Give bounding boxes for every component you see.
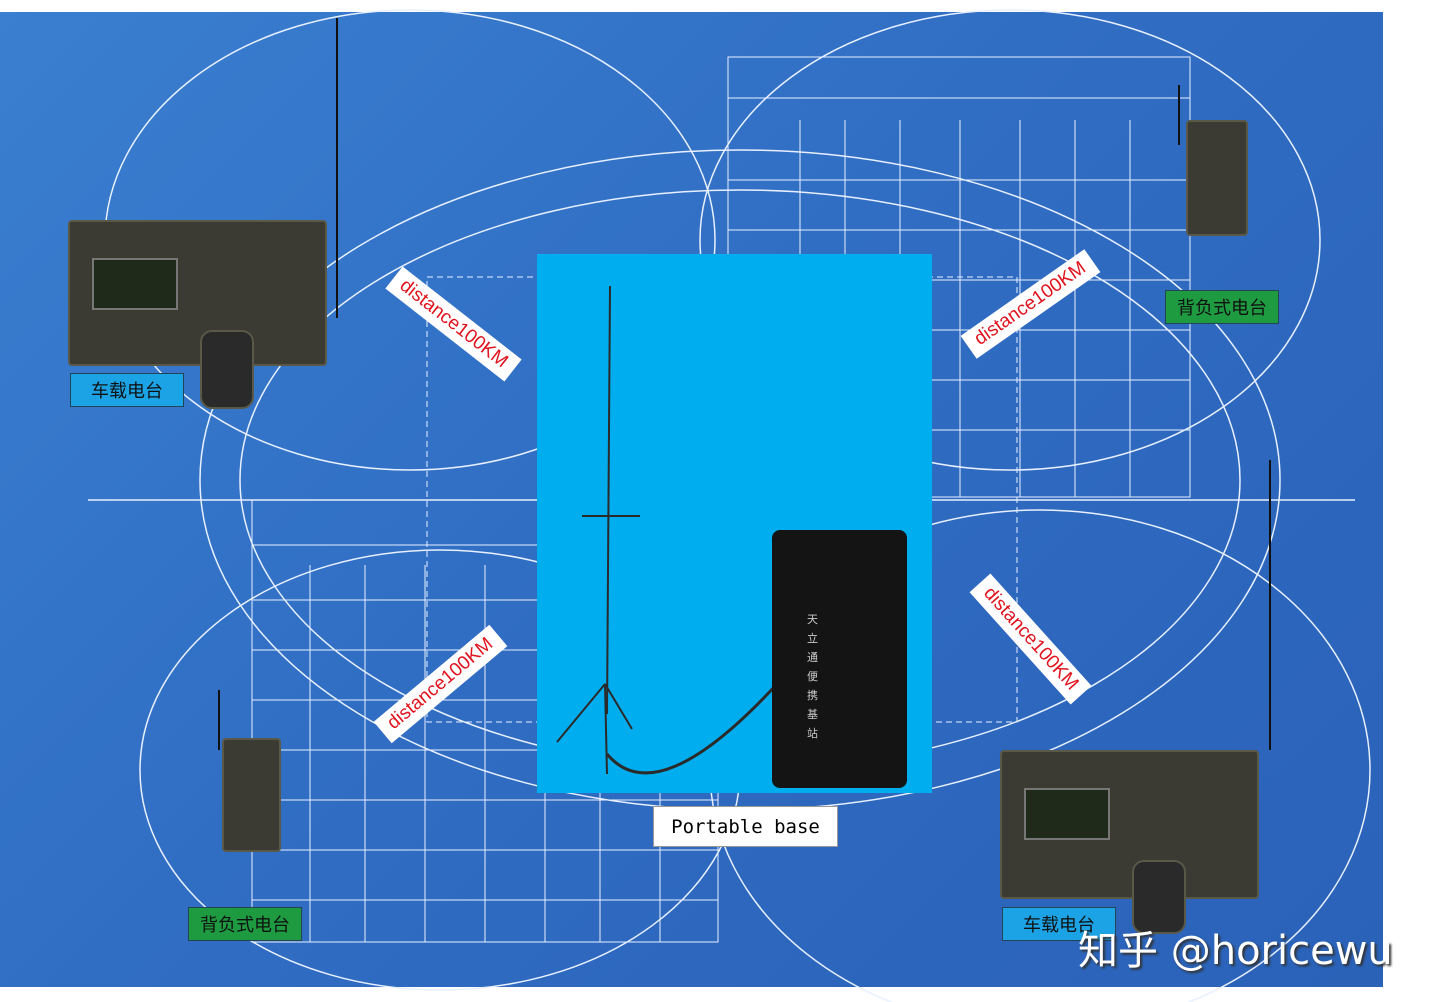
backpack-radio-top-right (1186, 120, 1248, 236)
radio-screen (1024, 788, 1110, 840)
vehicle-radio-top-left (68, 220, 327, 366)
handset-mic-icon (1132, 860, 1186, 934)
vehicle-radio-bottom-right (1000, 750, 1259, 899)
antenna-icon (336, 18, 338, 318)
tag-backpack-radio-top-right: 背负式电台 (1165, 290, 1279, 324)
antenna-icon (1178, 85, 1180, 145)
antenna-tripod-icon (556, 285, 779, 775)
tag-backpack-radio-bottom-left: 背负式电台 (188, 907, 302, 941)
antenna-icon (1269, 460, 1271, 750)
portable-base-panel: 天立通便携基站 (537, 254, 932, 793)
tag-vehicle-radio-top-left: 车载电台 (70, 373, 184, 407)
antenna-icon (218, 690, 220, 750)
watermark: 知乎 @horicewu (1078, 928, 1393, 974)
base-station-case: 天立通便携基站 (772, 530, 907, 788)
case-label: 天立通便携基站 (807, 613, 818, 740)
tag-vehicle-radio-bottom-right: 车载电台 (1002, 907, 1116, 941)
portable-base-label: Portable base (653, 806, 838, 847)
handset-mic-icon (200, 330, 254, 409)
radio-screen (92, 258, 178, 310)
backpack-radio-bottom-left (222, 738, 281, 852)
